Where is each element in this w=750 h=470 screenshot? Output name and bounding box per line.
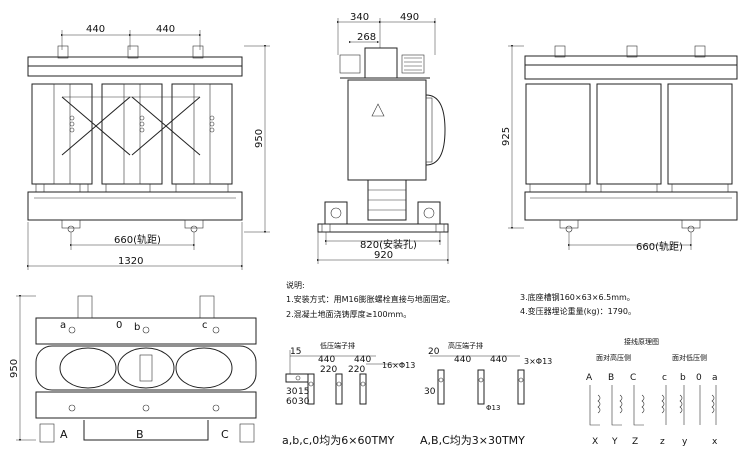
lv-hole: 16×Φ13 bbox=[382, 361, 415, 370]
wiring-title: 接线原理图 bbox=[624, 337, 659, 346]
note-3: 3.底座槽钢160×63×6.5mm。 bbox=[520, 293, 635, 302]
side-dim-top-a: 340 bbox=[350, 12, 369, 23]
top-view: 950 a 0 b c A B C bbox=[9, 294, 257, 443]
top-label-A: A bbox=[60, 428, 68, 441]
wiring-lv-x: x bbox=[712, 437, 718, 447]
wiring-lv-side: 面对低压侧 bbox=[672, 353, 707, 362]
lv-dim-220b: 220 bbox=[348, 365, 365, 375]
wiring-hv-C: C bbox=[630, 373, 636, 383]
wiring-diagram: 接线原理图 面对高压侧 面对低压侧 A B C c b 0 a X Y Z z … bbox=[586, 337, 718, 447]
top-label-b: b bbox=[134, 322, 140, 333]
lv-dim-30: 30 bbox=[286, 387, 298, 397]
top-label-c: c bbox=[202, 320, 208, 331]
side-dim-inner: 268 bbox=[357, 32, 376, 43]
front-dim-top-left: 440 bbox=[86, 24, 105, 35]
front-dim-rail: 660(轨距) bbox=[114, 233, 161, 246]
wiring-lv-y: y bbox=[682, 437, 688, 447]
hv-dim-20: 20 bbox=[428, 347, 440, 357]
hv-dim-440a: 440 bbox=[454, 355, 471, 365]
hv-dim-30: 30 bbox=[424, 387, 436, 397]
wiring-lv-z: z bbox=[660, 437, 665, 447]
wiring-lv-b: b bbox=[680, 373, 686, 383]
hv-terminal-drawing: 高压端子排 20 440 440 3×Φ13 30 Φ13 bbox=[424, 341, 552, 412]
side-dim-top-b: 490 bbox=[400, 12, 419, 23]
front-view: 440 440 950 660(轨距) 1320 bbox=[26, 24, 270, 270]
side-dim-mount: 820(安装孔) bbox=[360, 238, 417, 251]
wiring-hv-Z: Z bbox=[632, 437, 638, 447]
notes-title: 说明: bbox=[286, 281, 305, 290]
right-dim-height: 925 bbox=[501, 127, 512, 146]
front-dim-top-right: 440 bbox=[156, 24, 175, 35]
top-label-a: a bbox=[60, 320, 66, 331]
wiring-lv-a: a bbox=[712, 373, 718, 383]
hv-dim-440b: 440 bbox=[490, 355, 507, 365]
front-dim-height: 950 bbox=[254, 129, 265, 148]
lv-caption: a,b,c,0均为6×60TMY bbox=[282, 434, 395, 447]
right-view: 925 660(轨距) bbox=[501, 44, 738, 253]
wiring-lv-0: 0 bbox=[696, 373, 702, 383]
note-4: 4.变压器埋论重量(kg)：1790。 bbox=[520, 307, 636, 316]
side-dim-width: 920 bbox=[374, 250, 393, 261]
hv-title: 高压端子排 bbox=[448, 341, 483, 350]
wiring-hv-B: B bbox=[608, 373, 614, 383]
note-1: 1.安装方式：用M16膨胀螺栓直接与地面固定。 bbox=[286, 295, 455, 304]
lv-dim-440a: 440 bbox=[318, 355, 335, 365]
lv-dim-30b: 30 bbox=[298, 397, 310, 407]
note-2: 2.混凝土地面浇铸厚度≥100mm。 bbox=[286, 310, 412, 319]
wiring-hv-X: X bbox=[592, 437, 598, 447]
top-label-0: 0 bbox=[116, 320, 122, 331]
wiring-lv-c: c bbox=[662, 373, 667, 383]
top-label-B: B bbox=[136, 428, 144, 441]
wiring-hv-Y: Y bbox=[611, 437, 618, 447]
lv-dim-60: 60 bbox=[286, 397, 298, 407]
side-view: 340 490 268 820(安装孔) bbox=[316, 12, 450, 264]
hv-dim-13: Φ13 bbox=[486, 404, 500, 412]
top-label-C: C bbox=[221, 428, 229, 441]
lv-dim-440b: 440 bbox=[354, 355, 371, 365]
hv-hole: 3×Φ13 bbox=[524, 357, 552, 366]
hv-caption: A,B,C均为3×30TMY bbox=[420, 434, 525, 447]
lv-dim-220a: 220 bbox=[320, 365, 337, 375]
lv-terminal-drawing: 低压端子排 15 440 440 220 220 16×Φ13 30 15 60… bbox=[285, 341, 415, 407]
lv-dim-15b: 15 bbox=[298, 387, 309, 397]
lv-dim-15a: 15 bbox=[290, 347, 301, 357]
lv-title: 低压端子排 bbox=[320, 341, 355, 350]
front-dim-width: 1320 bbox=[118, 256, 143, 267]
top-dim-height: 950 bbox=[9, 359, 20, 378]
wiring-hv-side: 面对高压侧 bbox=[596, 353, 631, 362]
right-dim-rail: 660(轨距) bbox=[636, 240, 683, 253]
wiring-hv-A: A bbox=[586, 373, 593, 383]
